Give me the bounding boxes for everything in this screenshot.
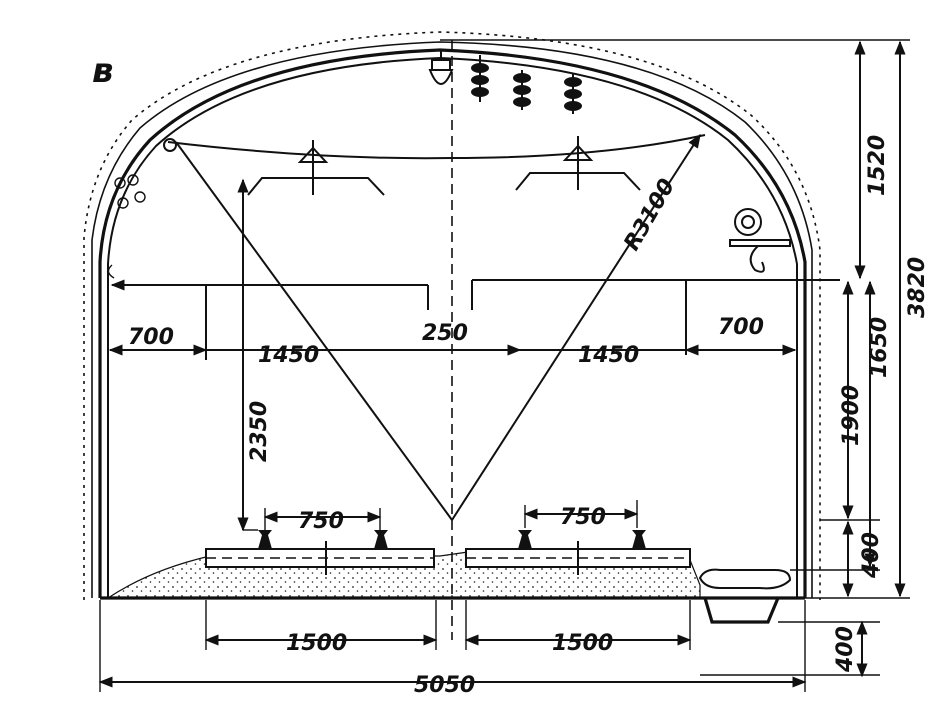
- dim-label-700-left: 700: [128, 325, 174, 350]
- left-wall-cables: [107, 174, 146, 279]
- left-track: [205, 530, 435, 575]
- dim-label-1900: 1900: [839, 385, 864, 446]
- dim-label-5050: 5050: [414, 673, 475, 698]
- right-rail-1: [518, 530, 532, 549]
- radius-line-left: [175, 141, 453, 521]
- rock-hatching: [83, 31, 821, 600]
- dim-label-gauge-right: 750: [560, 505, 606, 530]
- dim-label-gauge-left: 750: [298, 509, 344, 534]
- dim-label-1520: 1520: [865, 135, 890, 196]
- dim-label-1500-left: 1500: [286, 631, 347, 656]
- insulator-string-1-icon: [471, 55, 489, 102]
- dim-label-400-ditch: 400: [833, 626, 858, 673]
- right-rail-2: [632, 530, 646, 549]
- dim-label-2350: 2350: [247, 401, 272, 462]
- dim-label-1650: 1650: [867, 317, 892, 378]
- left-rail-2: [374, 530, 388, 549]
- dim-label-radius: R3100: [620, 175, 681, 255]
- figure-letter: в: [92, 51, 114, 91]
- insulator-string-2-icon: [513, 70, 531, 110]
- insulator-string-3-icon: [564, 74, 582, 114]
- drainage-ditch: [698, 568, 792, 624]
- left-rail-1: [258, 530, 272, 549]
- pantograph-left: [247, 140, 385, 196]
- pantograph-right: [515, 136, 641, 191]
- dim-label-1500-right: 1500: [552, 631, 613, 656]
- right-track: [465, 530, 691, 575]
- dim-label-3820: 3820: [905, 257, 930, 318]
- dim-label-700-right: 700: [718, 315, 764, 340]
- dim-label-1450-right: 1450: [578, 343, 639, 368]
- catenary-wire: [167, 134, 706, 160]
- dim-label-400-ballast: 400: [859, 532, 884, 579]
- catenary-anchor-left: [163, 138, 177, 152]
- dim-label-1450-left: 1450: [258, 343, 319, 368]
- dim-label-250: 250: [422, 321, 468, 346]
- cable-bracket-icon: [729, 208, 791, 273]
- radius-line-right: [451, 133, 701, 521]
- ceiling-lamp-icon: [428, 50, 454, 85]
